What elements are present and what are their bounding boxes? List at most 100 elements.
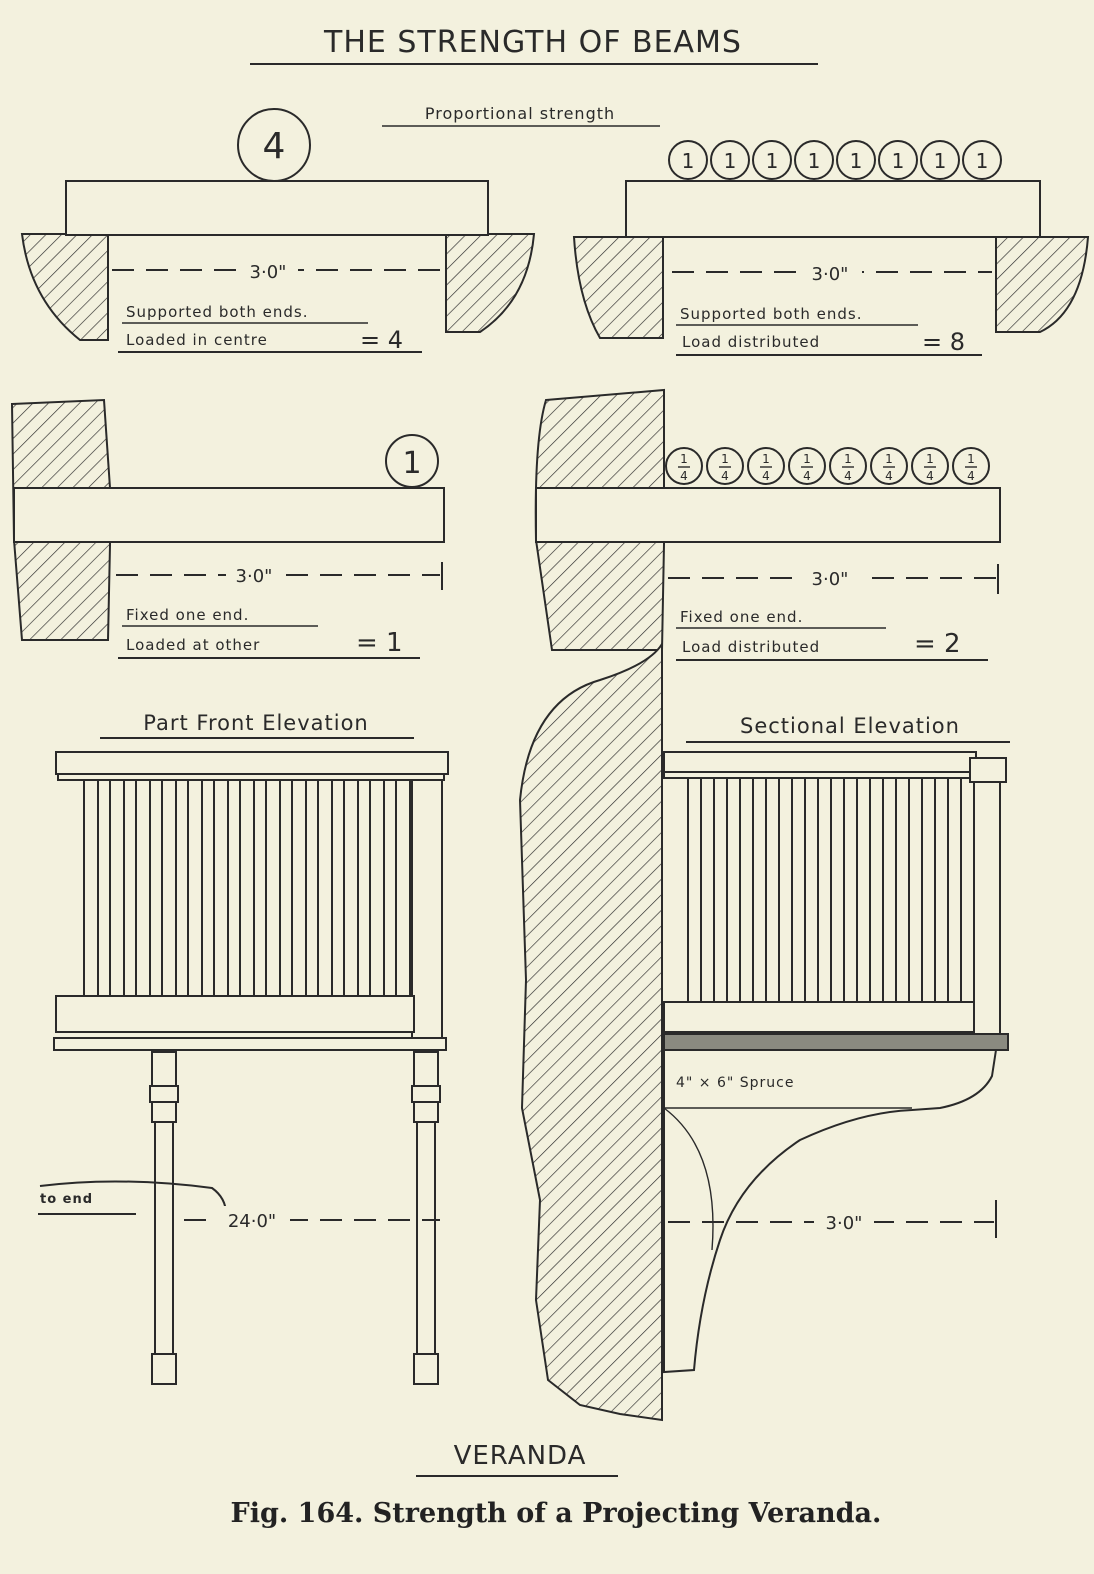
quarter-load-denominator: 4 [762, 469, 770, 483]
subtitle: Proportional strength [425, 104, 615, 123]
quarter-load-numerator: 1 [844, 452, 852, 466]
strength-ratio: = 1 [356, 628, 403, 658]
sectional-elevation: Sectional Elevation 4" × 6" Spruce 3·0" [518, 640, 1010, 1422]
baluster [765, 777, 780, 1003]
support-line: Fixed one end. [680, 608, 803, 626]
baluster [213, 779, 229, 997]
figure-caption: Fig. 164. Strength of a Projecting Veran… [231, 1498, 882, 1529]
balusters [83, 779, 411, 997]
baluster [947, 777, 962, 1003]
length-dimension: 24·0" [228, 1211, 276, 1232]
baluster [843, 777, 858, 1003]
unit-load-value: 1 [766, 149, 779, 173]
baluster [291, 779, 307, 997]
quarter-load-denominator: 4 [803, 469, 811, 483]
quarter-load-numerator: 1 [680, 452, 688, 466]
sheet-title: THE STRENGTH OF BEAMS [323, 25, 742, 60]
baluster [239, 779, 255, 997]
quarter-load: 14 [747, 447, 785, 485]
load-line: Loaded in centre [126, 331, 268, 349]
baluster [265, 779, 281, 997]
support-line: Supported both ends. [680, 305, 863, 323]
baluster [713, 777, 728, 1003]
panel-supported-centre-load: 4 3·0" Supported both ends. Loaded in ce… [20, 108, 536, 354]
point-load-circle [237, 108, 311, 182]
strength-ratio: = 4 [360, 326, 403, 354]
unit-load: 1 [668, 140, 708, 180]
joist-size-note: 4" × 6" Spruce [676, 1075, 795, 1091]
quarter-load-numerator: 1 [721, 452, 729, 466]
quarter-load-denominator: 4 [885, 469, 893, 483]
baluster [395, 779, 411, 997]
unit-load-value: 1 [976, 149, 989, 173]
quarter-load-numerator: 1 [926, 452, 934, 466]
sectional-elevation-title: Sectional Elevation [740, 714, 960, 738]
quarter-load-denominator: 4 [844, 469, 852, 483]
distributed-loads: 1 1 1 1 1 1 1 1 [668, 140, 1002, 180]
veranda-post [149, 1051, 179, 1385]
baluster [135, 779, 151, 997]
quarter-load: 14 [870, 447, 908, 485]
end-load-circle [385, 434, 439, 488]
span-dimension: 3·0" [812, 264, 849, 285]
unit-load: 1 [962, 140, 1002, 180]
quarter-load-numerator: 1 [967, 452, 975, 466]
continuation-note: to end [40, 1192, 93, 1207]
baluster [687, 777, 702, 1003]
unit-load-value: 1 [682, 149, 695, 173]
quarter-load: 14 [952, 447, 990, 485]
balusters [687, 777, 962, 1003]
veranda-label: VERANDA [454, 1441, 587, 1471]
load-line: Loaded at other [126, 636, 260, 654]
quarter-load-denominator: 4 [721, 469, 729, 483]
quarter-load-numerator: 1 [762, 452, 770, 466]
baluster [83, 779, 99, 997]
unit-load-value: 1 [934, 149, 947, 173]
strength-ratio: = 2 [914, 629, 961, 659]
baluster [161, 779, 177, 997]
unit-load: 1 [878, 140, 918, 180]
load-line: Load distributed [682, 638, 820, 656]
panel-cantilever-end-load: 1 3·0" Fixed one end. Loaded at other = … [10, 398, 445, 659]
strength-ratio: = 8 [922, 328, 965, 356]
quarter-load: 14 [788, 447, 826, 485]
floor-boards [663, 1033, 1009, 1051]
veranda-post [411, 1051, 441, 1385]
quarter-load-denominator: 4 [926, 469, 934, 483]
baluster [791, 777, 806, 1003]
quarter-load: 14 [665, 447, 703, 485]
unit-load-value: 1 [808, 149, 821, 173]
point-load-value: 4 [263, 126, 286, 167]
quarter-load: 14 [829, 447, 867, 485]
baluster [317, 779, 333, 997]
unit-load-value: 1 [724, 149, 737, 173]
baluster [369, 779, 385, 997]
unit-load-value: 1 [850, 149, 863, 173]
unit-load: 1 [794, 140, 834, 180]
quarter-load-numerator: 1 [885, 452, 893, 466]
baluster [895, 777, 910, 1003]
unit-load: 1 [752, 140, 792, 180]
unit-load-value: 1 [892, 149, 905, 173]
baluster [109, 779, 125, 997]
quarter-load-numerator: 1 [803, 452, 811, 466]
quarter-load-denominator: 4 [680, 469, 688, 483]
quarter-load: 14 [911, 447, 949, 485]
support-line: Supported both ends. [126, 303, 309, 321]
baluster [739, 777, 754, 1003]
quarter-load: 14 [706, 447, 744, 485]
quarter-load-denominator: 4 [967, 469, 975, 483]
front-elevation: Part Front Elevation to end 24·0" [38, 711, 449, 1385]
unit-load: 1 [836, 140, 876, 180]
baluster [869, 777, 884, 1003]
baluster [343, 779, 359, 997]
unit-load: 1 [710, 140, 750, 180]
baluster [921, 777, 936, 1003]
support-line: Fixed one end. [126, 606, 249, 624]
unit-load: 1 [920, 140, 960, 180]
projection-dimension: 3·0" [826, 1213, 863, 1234]
